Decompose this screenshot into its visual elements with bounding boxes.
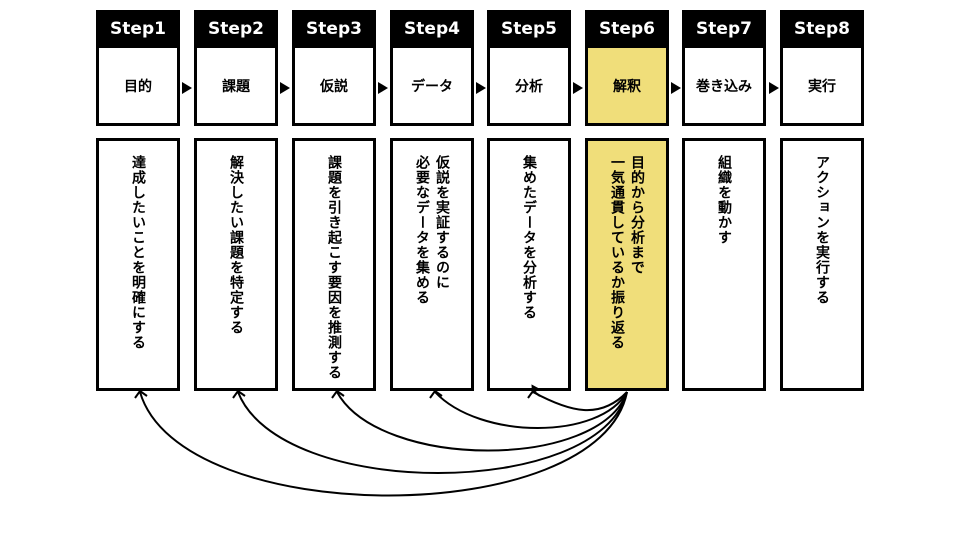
step-arrow-icon bbox=[769, 82, 779, 94]
step-description: アクションを実行する bbox=[814, 155, 830, 305]
step-name: 解釈 bbox=[585, 48, 669, 126]
step-description-box: 課題を引き起こす要因を推測する bbox=[292, 138, 376, 391]
step-description-box: アクションを実行する bbox=[780, 138, 864, 391]
step-description-box: 集めたデータを分析する bbox=[487, 138, 571, 391]
step-column-1: Step1 目的 達成したいことを明確にする bbox=[96, 10, 180, 391]
step-description-box: 達成したいことを明確にする bbox=[96, 138, 180, 391]
step-description: 達成したいことを明確にする bbox=[130, 155, 146, 350]
step-description: 仮説を実証するのに 必要なデータを集める bbox=[414, 155, 450, 305]
step-label: Step4 bbox=[390, 10, 474, 48]
step-column-4: Step4 データ 仮説を実証するのに 必要なデータを集める bbox=[390, 10, 474, 391]
step-description-box: 目的から分析まで 一気通貫しているか振り返る bbox=[585, 138, 669, 391]
feedback-arrow-icon bbox=[331, 389, 345, 399]
step-arrow-icon bbox=[671, 82, 681, 94]
feedback-arrow-icon bbox=[429, 389, 443, 399]
step-name: データ bbox=[390, 48, 474, 126]
step-column-8: Step8 実行 アクションを実行する bbox=[780, 10, 864, 391]
step-label: Step8 bbox=[780, 10, 864, 48]
step-description: 解決したい課題を特定する bbox=[228, 155, 244, 335]
step-label: Step3 bbox=[292, 10, 376, 48]
step-arrow-icon bbox=[476, 82, 486, 94]
step-label: Step7 bbox=[682, 10, 766, 48]
step-name: 課題 bbox=[194, 48, 278, 126]
step-column-5: Step5 分析 集めたデータを分析する bbox=[487, 10, 571, 391]
step-column-7: Step7 巻き込み 組織を動かす bbox=[682, 10, 766, 391]
step-description: 課題を引き起こす要因を推測する bbox=[326, 155, 342, 380]
step-description: 組織を動かす bbox=[716, 155, 732, 245]
step-arrow-icon bbox=[182, 82, 192, 94]
step-description-box: 組織を動かす bbox=[682, 138, 766, 391]
step-column-3: Step3 仮説 課題を引き起こす要因を推測する bbox=[292, 10, 376, 391]
step-arrow-icon bbox=[280, 82, 290, 94]
feedback-arrow-icon bbox=[531, 384, 628, 412]
feedback-arrow-icon bbox=[237, 391, 628, 474]
step-label: Step2 bbox=[194, 10, 278, 48]
step-description: 集めたデータを分析する bbox=[521, 155, 537, 320]
step-name: 実行 bbox=[780, 48, 864, 126]
step-description-box: 仮説を実証するのに 必要なデータを集める bbox=[390, 138, 474, 391]
feedback-arrow-icon bbox=[134, 389, 148, 399]
step-column-2: Step2 課題 解決したい課題を特定する bbox=[194, 10, 278, 391]
step-label: Step5 bbox=[487, 10, 571, 48]
step-label: Step6 bbox=[585, 10, 669, 48]
step-arrow-icon bbox=[378, 82, 388, 94]
step-name: 分析 bbox=[487, 48, 571, 126]
step-description-box: 解決したい課題を特定する bbox=[194, 138, 278, 391]
step-column-6: Step6 解釈 目的から分析まで 一気通貫しているか振り返る bbox=[585, 10, 669, 391]
step-name: 仮説 bbox=[292, 48, 376, 126]
feedback-arrow-icon bbox=[336, 391, 628, 452]
feedback-arrow-icon bbox=[527, 389, 541, 399]
feedback-arrow-icon bbox=[434, 391, 628, 429]
feedback-arrow-icon bbox=[232, 389, 246, 399]
step-name: 目的 bbox=[96, 48, 180, 126]
step-arrow-icon bbox=[573, 82, 583, 94]
step-name: 巻き込み bbox=[682, 48, 766, 126]
step-label: Step1 bbox=[96, 10, 180, 48]
step-description: 目的から分析まで 一気通貫しているか振り返る bbox=[609, 155, 645, 350]
feedback-arrow-icon bbox=[139, 391, 628, 497]
